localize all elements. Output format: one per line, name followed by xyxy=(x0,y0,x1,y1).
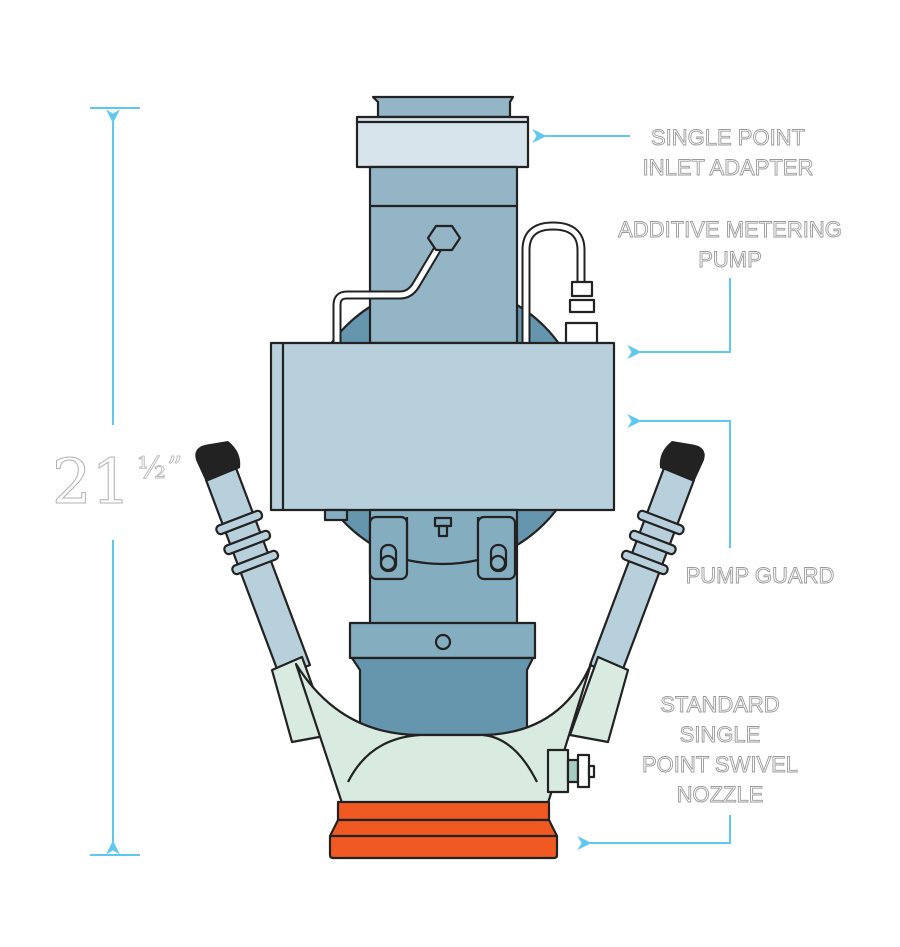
lower-column xyxy=(323,508,519,627)
hose-cap-icon xyxy=(195,441,241,482)
label-pump-guard: PUMP GUARD xyxy=(685,563,835,589)
svg-text:STANDARD: STANDARD xyxy=(660,692,779,717)
svg-text:POINT SWIVEL: POINT SWIVEL xyxy=(642,752,798,777)
label-inlet-adapter: SINGLE POINT INLET ADAPTER xyxy=(642,125,814,181)
svg-text:PUMP: PUMP xyxy=(698,247,762,272)
dimension-value: 21 xyxy=(52,445,131,518)
dimension-unit: ” xyxy=(167,451,182,486)
svg-text:ADDITIVE METERING: ADDITIVE METERING xyxy=(618,217,842,242)
svg-text:PUMP GUARD: PUMP GUARD xyxy=(686,563,835,588)
swivel-nozzle xyxy=(270,655,630,805)
svg-text:NOZZLE: NOZZLE xyxy=(677,782,764,807)
pump-guard xyxy=(269,341,616,512)
upper-column xyxy=(368,165,519,345)
right-hose xyxy=(588,441,705,679)
swivel-collar xyxy=(348,621,537,737)
left-hose xyxy=(195,441,312,679)
svg-text:SINGLE POINT: SINGLE POINT xyxy=(651,125,805,150)
height-dimension: 21 ½ ” xyxy=(52,107,183,856)
callout-lines xyxy=(532,129,731,850)
inlet-adapter xyxy=(355,95,530,169)
hose-cap-icon xyxy=(659,441,705,482)
metering-pipes xyxy=(332,221,599,348)
svg-text:SINGLE: SINGLE xyxy=(680,722,761,747)
svg-text:INLET ADAPTER: INLET ADAPTER xyxy=(643,155,814,180)
label-metering-pump: ADDITIVE METERING PUMP xyxy=(618,217,843,273)
nozzle-rings xyxy=(328,800,559,860)
dimension-fraction: ½ xyxy=(137,451,166,486)
label-swivel-nozzle: STANDARD SINGLE POINT SWIVEL NOZZLE xyxy=(642,692,799,808)
